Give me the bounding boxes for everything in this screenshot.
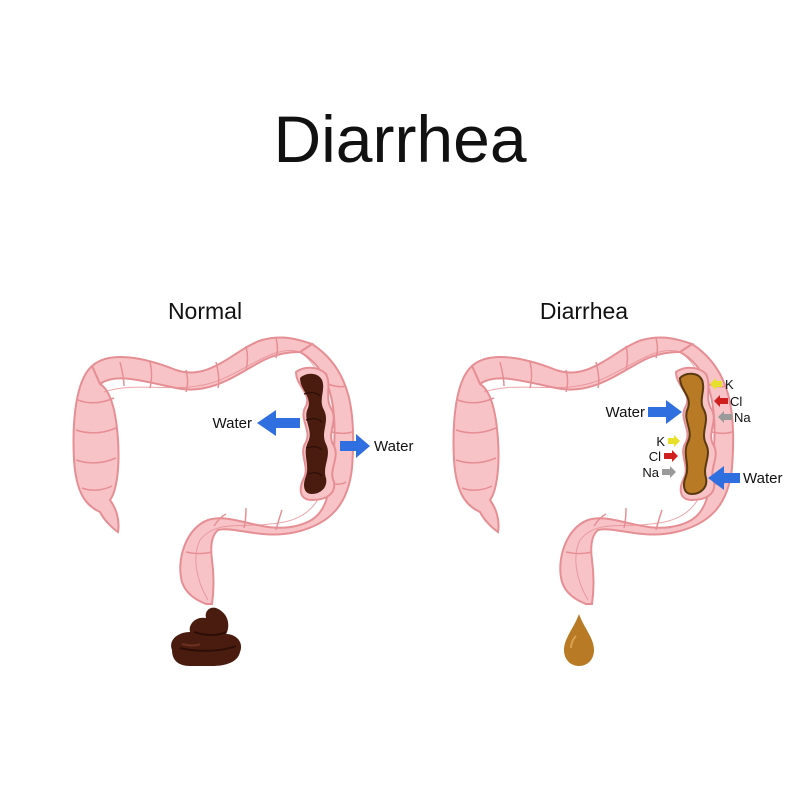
ion-label-k-left: K xyxy=(656,434,665,449)
panel-diarrhea: Diarrhea Water Water K Cl Na K Cl Na xyxy=(452,298,782,666)
ion-label-na-right: Na xyxy=(734,410,751,425)
water-label-in-right-diarrhea: Water xyxy=(743,470,782,487)
water-label-out-normal: Water xyxy=(213,415,252,432)
panel-normal: Normal Water Water xyxy=(72,298,413,666)
water-label-in-normal: Water xyxy=(374,438,413,455)
ion-label-na-left: Na xyxy=(642,465,659,480)
water-arrow-in-right-diarrhea xyxy=(708,466,740,490)
water-label-in-left-diarrhea: Water xyxy=(606,404,645,421)
ion-label-k-right: K xyxy=(725,377,734,392)
ion-arrow-na-left xyxy=(662,466,676,478)
colon-diarrhea xyxy=(452,336,735,605)
ion-label-cl-right: Cl xyxy=(730,394,742,409)
water-arrow-right-normal xyxy=(340,434,370,458)
ion-arrow-na-right xyxy=(718,411,732,423)
water-arrow-out-normal xyxy=(257,410,300,436)
water-arrow-in-left-diarrhea xyxy=(648,400,682,424)
ion-arrow-k-right xyxy=(710,378,722,390)
ion-label-cl-left: Cl xyxy=(649,449,661,464)
stool-in-colon-normal xyxy=(300,373,328,494)
liquid-droplet xyxy=(564,614,594,666)
main-title: Diarrhea xyxy=(273,102,526,176)
solid-stool xyxy=(171,607,242,666)
panel-title-normal: Normal xyxy=(168,298,242,324)
stool-in-colon-diarrhea xyxy=(678,372,709,496)
ion-arrow-cl-left xyxy=(664,450,678,462)
ion-arrow-cl-right xyxy=(714,395,728,407)
stool-segments-normal xyxy=(303,392,323,477)
panel-title-diarrhea: Diarrhea xyxy=(540,298,628,324)
ion-arrow-k-left xyxy=(668,435,680,447)
